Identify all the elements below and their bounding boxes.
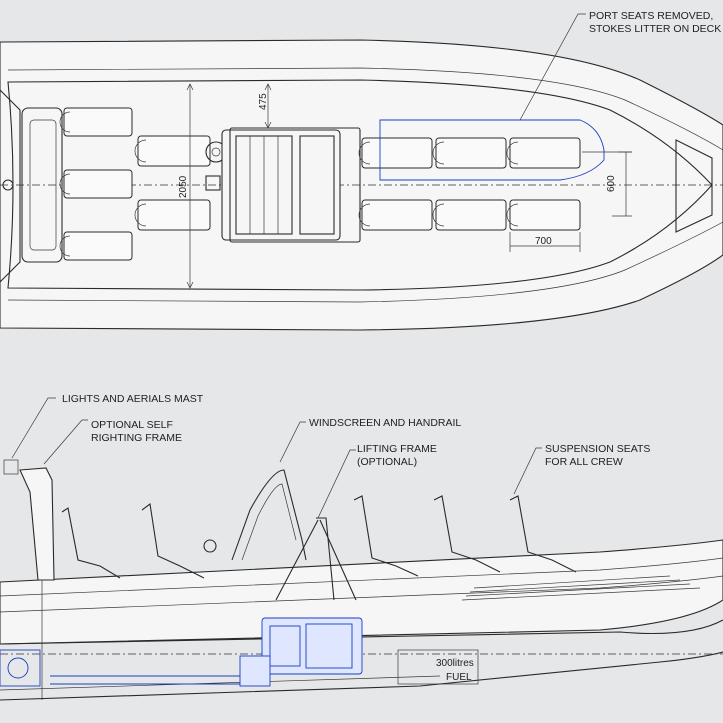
dimension-700: 700 — [535, 236, 552, 247]
plan-helm-seats — [134, 135, 211, 231]
dimension-2050: 2050 — [178, 175, 189, 198]
dimension-475: 475 — [258, 93, 269, 110]
callout-suspension-1: SUSPENSION SEATS — [545, 443, 650, 455]
plan-stern-seats — [59, 107, 133, 261]
windscreen-handrail — [231, 469, 307, 561]
profile-tube — [0, 539, 723, 645]
callout-port-seats-2: STOKES LITTER ON DECK — [589, 23, 721, 35]
lights-mast — [19, 467, 55, 581]
dimension-600: 600 — [606, 175, 617, 192]
fuel-label-1: 300litres — [436, 658, 474, 669]
callout-windscreen: WINDSCREEN AND HANDRAIL — [309, 417, 461, 429]
plan-view — [0, 13, 723, 331]
callout-lifting-1: LIFTING FRAME — [357, 443, 437, 455]
callout-mast: LIGHTS AND AERIALS MAST — [62, 393, 204, 405]
callout-port-seats-1: PORT SEATS REMOVED, — [589, 10, 713, 22]
callout-self-righting-1: OPTIONAL SELF — [91, 419, 173, 431]
profile-view — [0, 397, 723, 701]
callout-self-righting-2: RIGHTING FRAME — [91, 432, 182, 444]
fuel-tank — [397, 649, 479, 685]
engine-assembly — [0, 617, 363, 687]
callout-lifting-2: (OPTIONAL) — [357, 456, 417, 468]
plan-forward-seats — [358, 137, 581, 231]
profile-seats — [61, 495, 577, 579]
callout-suspension-2: FOR ALL CREW — [545, 456, 623, 468]
lifting-frame — [275, 517, 357, 601]
helm-console — [221, 129, 341, 241]
profile-hull — [0, 619, 723, 645]
labels: PORT SEATS REMOVED, STOKES LITTER ON DEC… — [62, 10, 721, 683]
fuel-label-2: FUEL — [446, 672, 472, 683]
stokes-litter-outline — [379, 119, 605, 181]
